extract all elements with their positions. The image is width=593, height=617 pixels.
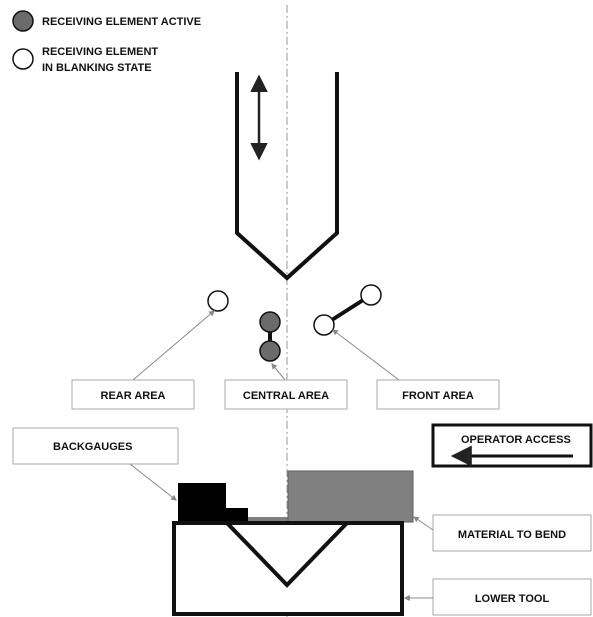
material-to-bend-block (287, 470, 414, 523)
rear-area-callout (132, 310, 215, 381)
upper-punch (235, 72, 339, 281)
backgauges-box (12, 427, 179, 465)
lower-tool-box (432, 578, 592, 616)
material-sheet-thin (248, 517, 288, 522)
rear-receiving-element (207, 290, 229, 312)
backgauges-label: BACKGAUGES (53, 441, 132, 453)
material-to-bend-label: MATERIAL TO BEND (458, 529, 566, 541)
legend-blanking-icon (12, 48, 34, 70)
die-v-groove (225, 521, 349, 588)
front-receiving-element-right (360, 284, 382, 306)
legend-blanking-label-line1: RECEIVING ELEMENT (42, 46, 158, 58)
front-area-callout (332, 329, 400, 381)
central-receiving-element-top (259, 311, 281, 333)
lower-tool-die (172, 521, 404, 616)
lower-tool-label: LOWER TOOL (475, 593, 550, 605)
rear-area-box (71, 379, 195, 410)
rear-area-label: REAR AREA (101, 390, 166, 402)
front-area-label: FRONT AREA (402, 390, 474, 402)
front-receiving-element-left (313, 314, 335, 336)
material-to-bend-box (432, 514, 592, 552)
backgauge-block-large (178, 483, 226, 521)
central-area-label: CENTRAL AREA (243, 390, 329, 402)
central-area-callout (271, 363, 286, 381)
central-area-box (224, 379, 348, 410)
front-area-box (376, 379, 500, 410)
legend-active-label: RECEIVING ELEMENT ACTIVE (42, 16, 201, 28)
backgauge-block-small (226, 508, 248, 521)
operator-access-label: OPERATOR ACCESS (461, 434, 571, 446)
legend-blanking-label-line2: IN BLANKING STATE (42, 62, 152, 74)
legend-active-icon (12, 10, 34, 32)
backgauges-callout (129, 463, 177, 501)
material-callout (413, 516, 434, 531)
central-receiving-element-bottom (259, 340, 281, 362)
